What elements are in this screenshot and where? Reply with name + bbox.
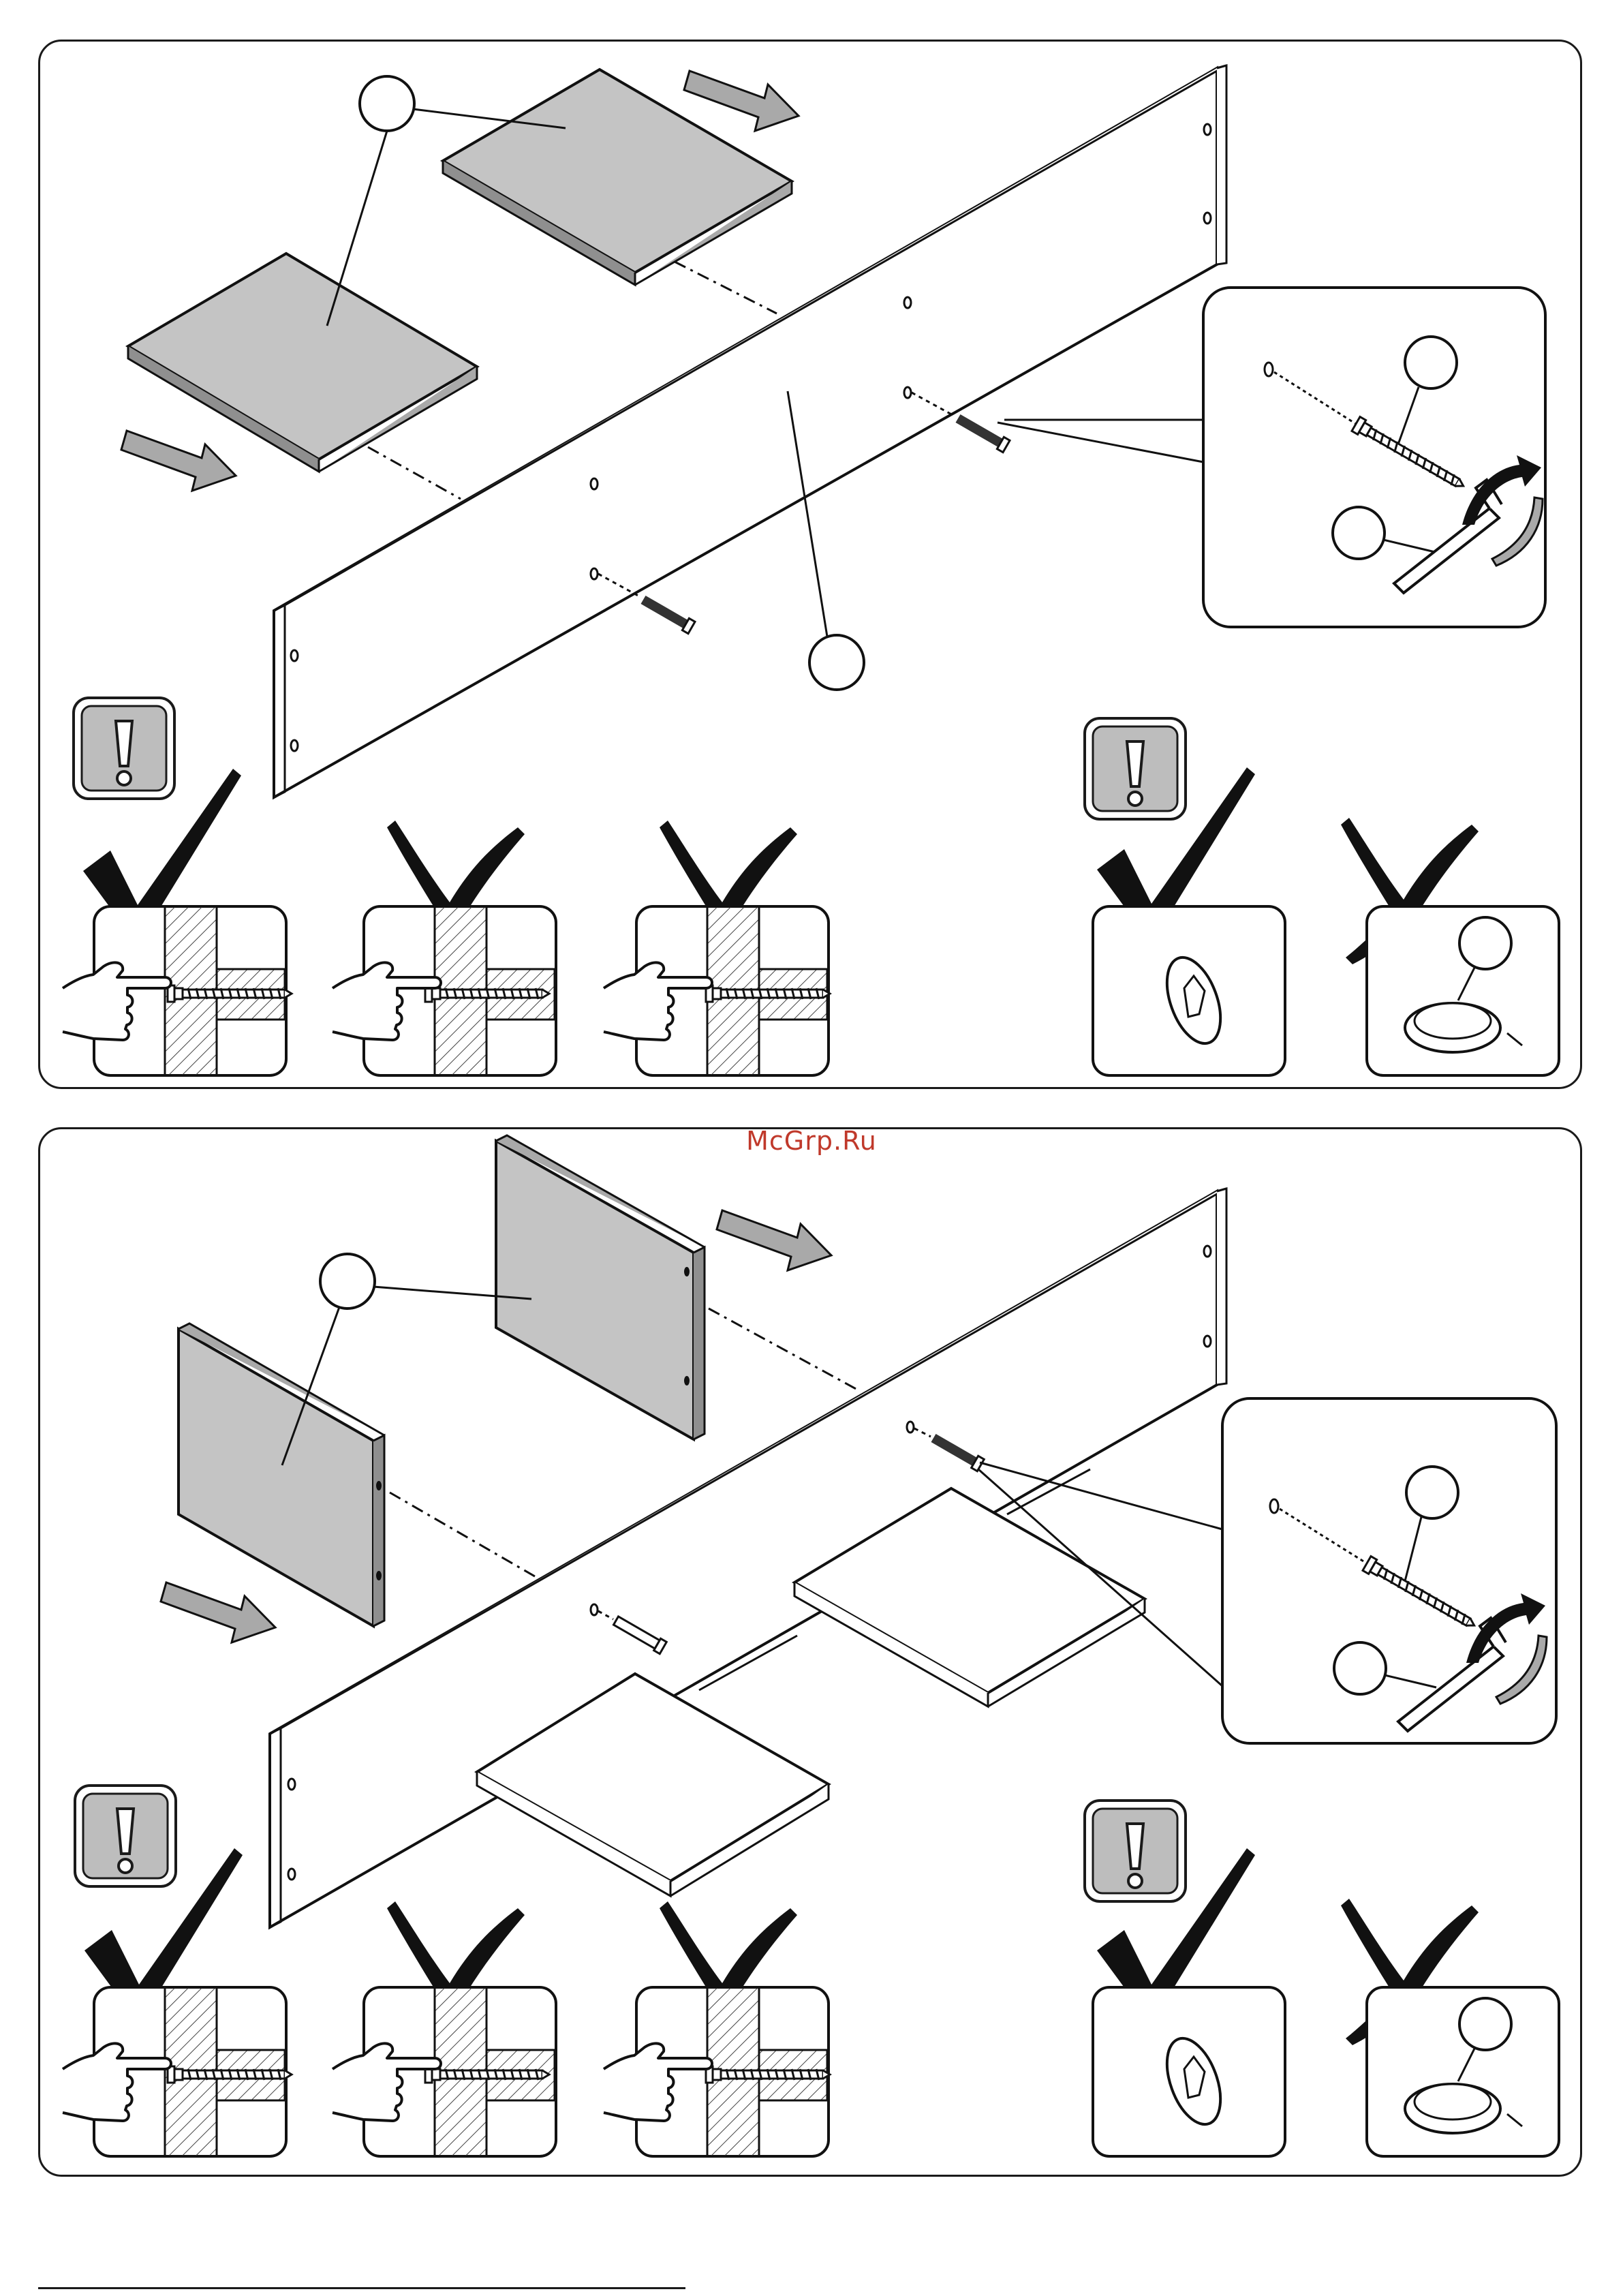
step-2-drawing: [63, 1135, 1559, 2156]
warning-exclamation-icon: [1085, 718, 1186, 819]
warning-exclamation-icon: [74, 698, 174, 799]
warning-exclamation-icon: [1085, 1801, 1186, 1901]
warning-exclamation-icon: [75, 1786, 176, 1886]
step-1-drawing: [63, 65, 1559, 1075]
